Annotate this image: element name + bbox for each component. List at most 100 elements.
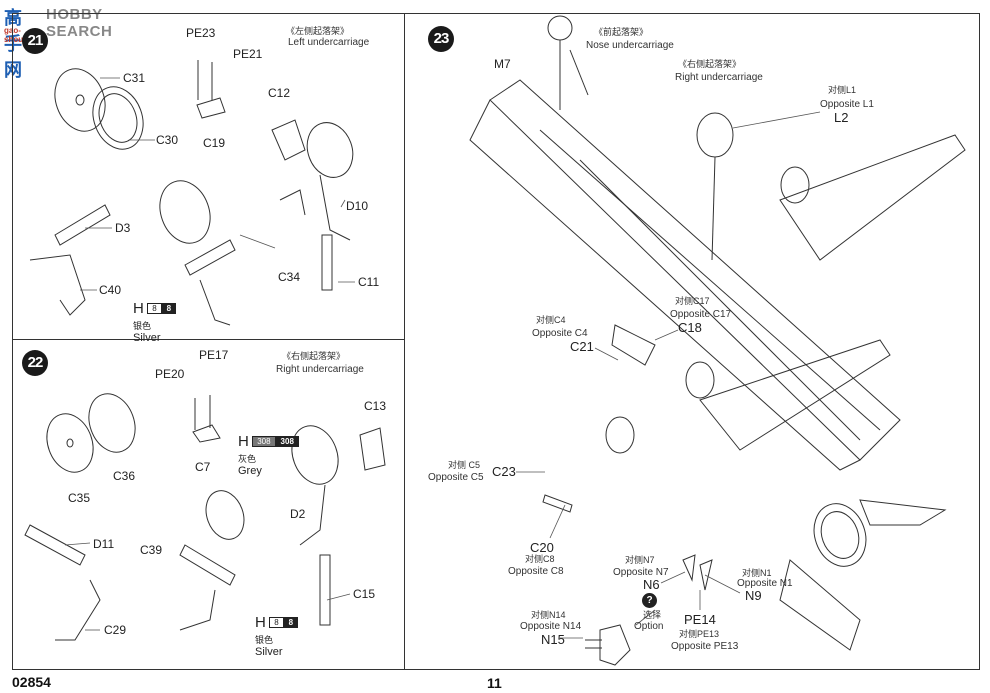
opposite-l1-en: Opposite L1 <box>820 99 874 110</box>
step-number-23: 23 <box>428 26 454 52</box>
main-wheel-drawing <box>605 166 810 454</box>
wheel-c31-drawing <box>54 68 106 132</box>
wheel-c36-drawing <box>88 393 136 453</box>
step-number-21: 21 <box>22 28 48 54</box>
paint-code-box: 8 <box>147 303 162 314</box>
page-number: 11 <box>487 675 502 691</box>
part-label-c18: C18 <box>678 320 702 335</box>
opposite-c8-en: Opposite C8 <box>508 566 564 577</box>
panel-c18-drawing <box>611 324 656 366</box>
part-label: D11 <box>93 537 115 551</box>
part-n15-drawing <box>585 624 631 666</box>
part-label: C36 <box>113 469 136 483</box>
opposite-c5-en: Opposite C5 <box>428 472 484 483</box>
paint-code-box-dark: 8 <box>283 617 299 628</box>
nose-gear-drawing <box>547 15 589 110</box>
paint-color-cn: 银色 <box>255 635 274 645</box>
wheel-c30-drawing <box>92 86 144 150</box>
part-label: C31 <box>123 71 146 85</box>
paint-code-box-dark: 8 <box>161 303 177 314</box>
part-label: D2 <box>290 507 306 521</box>
opposite-l1-cn: 对侧L1 <box>828 85 857 95</box>
aircraft-wing-lower-drawing <box>699 339 891 451</box>
paint-code-box: 8 <box>269 617 284 628</box>
opposite-n1-en: Opposite N1 <box>737 578 793 589</box>
part-label: PE17 <box>199 348 229 362</box>
part-label-l2: L2 <box>834 110 849 125</box>
aircraft-wing-upper-drawing <box>779 134 966 261</box>
part-label: C7 <box>195 460 211 474</box>
nose-gear-title-en: Nose undercarriage <box>586 40 674 51</box>
step21-title-en: Left undercarriage <box>288 37 370 48</box>
aircraft-fuselage-drawing <box>469 79 901 471</box>
part-label-c23: C23 <box>492 464 516 479</box>
opposite-n7-cn: 对侧N7 <box>625 555 655 565</box>
nose-gear-title-cn: 《前起落架》 <box>594 27 649 37</box>
parts-n6-n9-drawing <box>682 554 713 591</box>
paint-color-en: Silver <box>255 646 283 658</box>
opposite-c17-en: Opposite C17 <box>670 309 732 320</box>
kit-number: 02854 <box>12 674 51 690</box>
opposite-n14-cn: 对侧N14 <box>531 610 566 620</box>
right-gear-title-en: Right undercarriage <box>675 72 763 83</box>
opposite-c8-cn: 对侧C8 <box>525 554 555 564</box>
part-label: C29 <box>104 623 127 637</box>
part-label-c21: C21 <box>570 339 594 354</box>
part-label: C30 <box>156 133 179 147</box>
bracket-c7-drawing <box>192 395 221 443</box>
step22-title-cn: 《右侧起落架》 <box>282 351 346 361</box>
option-cn: 选择 <box>643 610 662 620</box>
part-label: C35 <box>68 491 91 505</box>
strut-d3-drawing <box>29 204 111 316</box>
part-label-n9: N9 <box>745 588 762 603</box>
panel-c20-drawing <box>542 494 573 513</box>
part-label: C40 <box>99 283 122 297</box>
part-label: C39 <box>140 543 163 557</box>
engine-nozzle-drawing <box>813 503 867 567</box>
opposite-n7-en: Opposite N7 <box>613 567 669 578</box>
opposite-n1-cn: 对侧N1 <box>742 568 772 578</box>
panel-step-23 <box>404 13 980 670</box>
part-label: D3 <box>115 221 131 235</box>
wheel-c39-assembly-drawing <box>179 490 245 631</box>
opposite-c4-en: Opposite C4 <box>532 328 588 339</box>
logo-en: HOBBY SEARCH <box>46 6 113 40</box>
part-label: C13 <box>364 399 387 413</box>
paint-code-box-dark: 308 <box>275 436 299 447</box>
part-label-m7: M7 <box>494 57 511 71</box>
part-label: C15 <box>353 587 376 601</box>
leader-lines <box>64 77 821 639</box>
part-label-n6: N6 <box>643 577 660 592</box>
wheel-c35-drawing <box>46 413 94 473</box>
right-gear-door-drawing <box>696 112 734 261</box>
opposite-c4-cn: 对侧C4 <box>536 315 566 325</box>
strut-d11-drawing <box>24 524 101 641</box>
paint-brand: H <box>238 433 249 450</box>
paint-color-en: Grey <box>238 465 262 477</box>
part-label-c20: C20 <box>530 540 554 555</box>
left-gear-assembly-drawing <box>271 119 354 291</box>
paint-code-box: 308 <box>252 436 276 447</box>
opposite-n14-en: Opposite N14 <box>520 621 582 632</box>
paint-color-cn: 灰色 <box>238 454 257 464</box>
paint-brand: H <box>133 300 144 317</box>
part-label: C34 <box>278 270 301 284</box>
option-en: Option <box>634 621 664 632</box>
right-gear-assembly-drawing <box>291 425 386 626</box>
step-number-22: 22 <box>22 350 48 376</box>
option-icon: ? <box>642 593 657 608</box>
right-gear-title-cn: 《右侧起落架》 <box>678 59 742 69</box>
part-label: C19 <box>203 136 226 150</box>
part-label: C11 <box>358 275 380 289</box>
opposite-c17-cn: 对侧C17 <box>675 296 710 306</box>
bracket-c19-drawing <box>196 60 226 119</box>
step22-title-en: Right undercarriage <box>276 364 364 375</box>
opposite-pe13-en: Opposite PE13 <box>671 641 739 652</box>
paint-color-en: Silver <box>133 332 161 344</box>
part-label-pe14: PE14 <box>684 612 716 627</box>
opposite-c5-cn: 对侧 C5 <box>448 460 481 470</box>
